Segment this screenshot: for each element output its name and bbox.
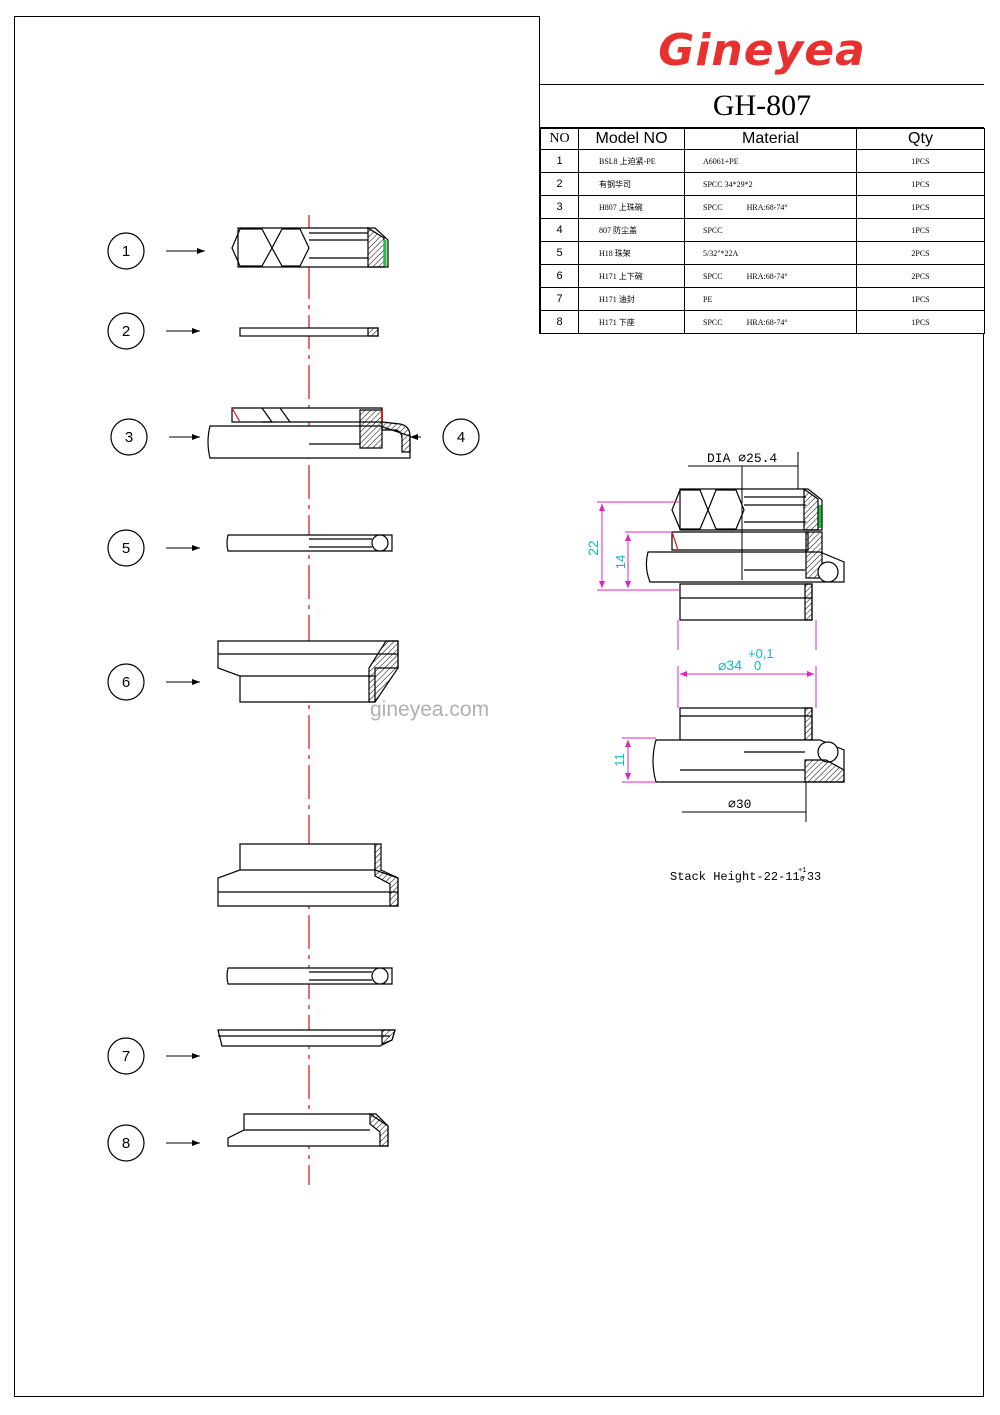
- part-6-cup-upper: [217, 640, 399, 703]
- model-title: GH-807: [540, 85, 984, 128]
- callout-number: 4: [457, 429, 465, 446]
- dim-height-11: 11: [612, 753, 627, 767]
- stack-height-label: Stack Height-22-11-33: [670, 870, 821, 884]
- stack-tol-upper: +1: [798, 867, 806, 875]
- row-model: BSL8 上迫紧-PE: [578, 149, 685, 173]
- callout-circle: [107, 312, 145, 350]
- callout-circle: [107, 1124, 145, 1162]
- part-5-ball-retainer-lower: [226, 967, 393, 985]
- dim-crown-diameter: ⌀30: [728, 797, 751, 812]
- row-qty: 1PCS: [856, 287, 985, 311]
- callout-number: 2: [122, 323, 130, 340]
- callout-4: 4: [410, 418, 480, 456]
- row-material-hardness: HRA:68-74°: [746, 202, 788, 212]
- callout-number: 1: [122, 243, 130, 260]
- row-material-hardness: HRA:68-74°: [746, 317, 788, 327]
- sheet-border: [14, 16, 984, 1397]
- row-material-value: SPCC: [703, 271, 723, 281]
- row-model: H171 下座: [578, 310, 685, 334]
- row-material-value: SPCC: [703, 225, 723, 235]
- part-4-dust-cover: [381, 421, 411, 453]
- callout-2: 2: [107, 312, 200, 350]
- callout-circle: [110, 418, 148, 456]
- callout-circle: [107, 232, 145, 270]
- row-model: 有钢华司: [578, 172, 685, 196]
- callout-number: 5: [122, 540, 130, 557]
- row-material-value: PE: [703, 294, 713, 304]
- row-qty: 1PCS: [856, 310, 985, 334]
- part-6-cup-lower: [217, 843, 399, 907]
- row-material: SPCC: [684, 218, 857, 242]
- dimension-lines: [597, 501, 817, 783]
- brand-logo: Gineyea: [540, 16, 984, 85]
- callout-circle: [107, 663, 145, 701]
- row-material-value: 5/32"*22A: [703, 248, 739, 258]
- callout-number: 7: [122, 1048, 130, 1065]
- assembly-upper: [645, 487, 845, 621]
- row-material: A6061+PE: [684, 149, 857, 173]
- row-no: 1: [540, 149, 579, 173]
- callout-circle: [107, 529, 145, 567]
- watermark: gineyea.com: [370, 698, 489, 721]
- stack-tol-lower: 0: [800, 876, 804, 884]
- row-material-value: A6061+PE: [703, 156, 739, 166]
- row-material: 5/32"*22A: [684, 241, 857, 265]
- title-block: Gineyea GH-807 NO Model NO Material Qty …: [539, 16, 985, 334]
- dim-tolerance-lower: 0: [754, 658, 761, 673]
- part-2-washer: [239, 327, 379, 337]
- assembly-lower: [652, 707, 845, 783]
- callout-circle: [107, 1037, 145, 1075]
- dim-tolerance-upper: +0,1: [748, 646, 774, 661]
- row-material: SPCC HRA:68-74°: [684, 310, 857, 334]
- dim-height-22: 22: [585, 540, 601, 556]
- brand-name: Gineyea: [658, 24, 866, 76]
- part-3-upper-cup: [207, 407, 411, 459]
- dim-bore-diameter: DIA ⌀25.4: [707, 451, 777, 466]
- callout-number: 6: [122, 674, 130, 691]
- callout-number: 3: [125, 429, 133, 446]
- part-5-ball-retainer: [226, 534, 393, 552]
- callout-3: 3: [110, 418, 200, 456]
- callout-circle: [442, 418, 480, 456]
- row-material-value: SPCC: [703, 202, 723, 212]
- callout-8: 8: [107, 1124, 200, 1162]
- dim-outer-diameter: ⌀34: [718, 657, 742, 673]
- row-material-value: SPCC: [703, 317, 723, 327]
- row-material-value: SPCC 34*29*2: [703, 179, 753, 189]
- part-8-crown-race: [227, 1113, 389, 1147]
- header-model: Model NO: [578, 128, 685, 150]
- callout-5: 5: [107, 529, 200, 567]
- callout-6: 6: [107, 663, 200, 701]
- part-1-locknut: [231, 226, 389, 268]
- dim-height-14: 14: [613, 555, 628, 569]
- callout-1: 1: [107, 232, 205, 270]
- callout-7: 7: [107, 1037, 200, 1075]
- row-material-hardness: HRA:68-74°: [746, 271, 788, 281]
- callout-number: 8: [122, 1135, 130, 1152]
- dimension-lines-black: [682, 452, 807, 822]
- part-7-seal: [217, 1029, 396, 1047]
- callout-group: 1 2 3 4 5 6 7 8: [107, 232, 480, 1162]
